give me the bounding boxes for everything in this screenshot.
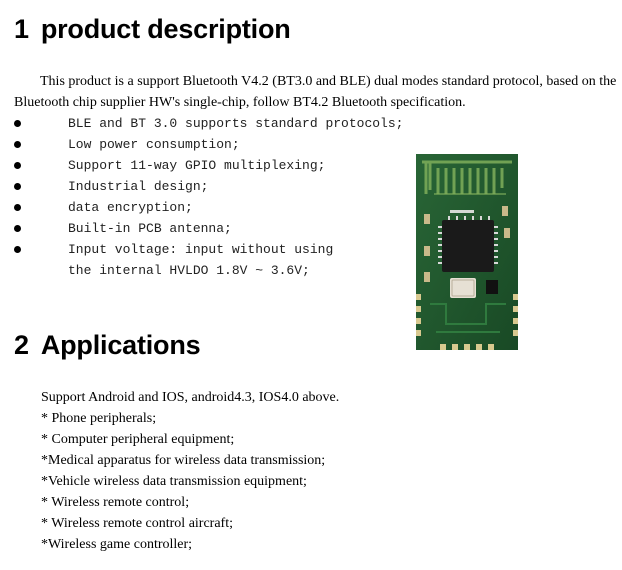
list-item: *Medical apparatus for wireless data tra…	[41, 453, 326, 468]
list-item: Industrial design;	[0, 177, 400, 198]
list-item: Support 11-way GPIO multiplexing;	[0, 156, 400, 177]
section-title: Applications	[40, 330, 201, 360]
bullet-icon	[14, 141, 21, 148]
section-title: product description	[40, 14, 291, 44]
list-item: *Wireless game controller;	[41, 537, 193, 552]
section-2-heading: 2 Applications	[14, 330, 201, 360]
list-item: * Wireless remote control aircraft;	[41, 516, 233, 531]
list-item: Built-in PCB antenna;	[0, 219, 400, 240]
list-item: BLE and BT 3.0 supports standard protoco…	[0, 114, 403, 135]
section-number: 1	[14, 14, 29, 44]
bluetooth-module-image	[416, 154, 518, 350]
bullet-icon	[14, 162, 21, 169]
list-item: data encryption;	[0, 198, 400, 219]
list-item: Low power consumption;	[0, 135, 400, 156]
list-item: *Vehicle wireless data transmission equi…	[41, 474, 307, 489]
product-intro-paragraph: This product is a support Bluetooth V4.2…	[14, 74, 617, 110]
list-item: * Computer peripheral equipment;	[41, 432, 235, 447]
list-item: * Wireless remote control;	[41, 495, 190, 510]
bullet-icon	[14, 225, 21, 232]
bullet-icon	[14, 120, 21, 127]
section-1-heading: 1 product description	[14, 14, 291, 44]
section-number: 2	[14, 330, 29, 360]
bullet-icon	[14, 183, 21, 190]
list-item: * Phone peripherals;	[41, 411, 157, 426]
bullet-icon	[14, 246, 21, 253]
bullet-icon	[14, 204, 21, 211]
list-item: Input voltage: input without using	[0, 240, 400, 261]
list-item-continuation: the internal HVLDO 1.8V ~ 3.6V;	[68, 263, 310, 278]
applications-intro: Support Android and IOS, android4.3, IOS…	[41, 390, 340, 405]
